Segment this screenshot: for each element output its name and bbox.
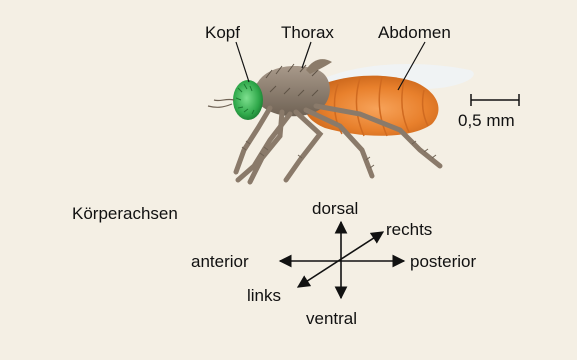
label-ventral: ventral xyxy=(306,310,357,327)
kopf-pointer xyxy=(236,42,249,82)
label-dorsal: dorsal xyxy=(312,200,358,217)
scale-bar xyxy=(471,94,519,106)
label-thorax: Thorax xyxy=(281,24,334,41)
label-kopf: Kopf xyxy=(205,24,240,41)
axes-title: Körperachsen xyxy=(72,205,178,222)
label-posterior: posterior xyxy=(410,253,476,270)
label-rechts: rechts xyxy=(386,221,432,238)
head xyxy=(208,80,263,120)
label-anterior: anterior xyxy=(191,253,249,270)
label-links: links xyxy=(247,287,281,304)
thorax-pointer xyxy=(302,42,311,68)
label-scale: 0,5 mm xyxy=(458,112,515,129)
label-abdomen: Abdomen xyxy=(378,24,451,41)
